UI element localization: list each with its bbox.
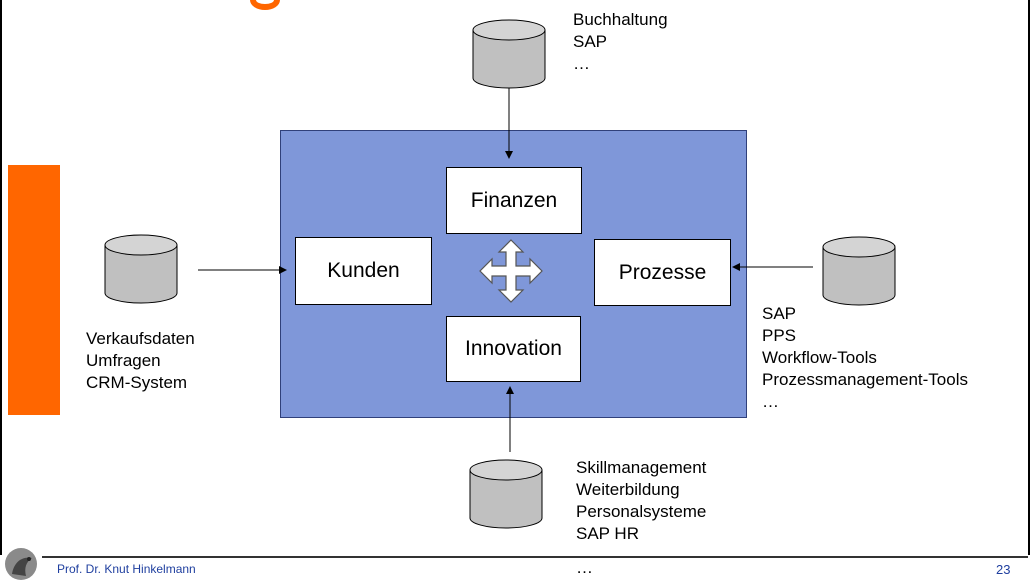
perspective-innovation: Innovation <box>446 316 581 382</box>
perspective-prozesse: Prozesse <box>594 239 731 306</box>
perspective-kunden: Kunden <box>295 237 432 305</box>
database-icon <box>822 236 896 306</box>
perspective-finanzen: Finanzen <box>446 167 582 234</box>
title-fragment <box>250 0 288 10</box>
bird-logo-icon <box>5 548 37 580</box>
accent-bar <box>8 165 60 415</box>
slide-frame-right <box>1028 0 1030 555</box>
source-list-kunden: Verkaufsdaten Umfragen CRM-System <box>86 329 195 392</box>
perspective-prozesse-label: Prozesse <box>618 260 707 284</box>
source-list-finanzen: Buchhaltung SAP … <box>573 10 668 73</box>
footer-line <box>42 556 1028 558</box>
perspective-kunden-label: Kunden <box>327 259 400 282</box>
source-list-innovation: Skillmanagement Weiterbildung Personalsy… <box>576 458 707 543</box>
slide-frame-left <box>0 0 2 555</box>
perspective-innovation-label: Innovation <box>465 337 562 360</box>
footer-author: Prof. Dr. Knut Hinkelmann <box>57 562 196 576</box>
perspective-finanzen-label: Finanzen <box>470 188 558 212</box>
footer-ellipsis: … <box>576 558 593 577</box>
database-icon <box>472 19 546 89</box>
four-way-arrow-icon <box>479 239 543 303</box>
database-icon <box>104 234 178 304</box>
page-number: 23 <box>996 562 1011 577</box>
source-list-prozesse: SAP PPS Workflow-Tools Prozessmanagement… <box>762 304 968 411</box>
database-icon <box>469 459 543 529</box>
